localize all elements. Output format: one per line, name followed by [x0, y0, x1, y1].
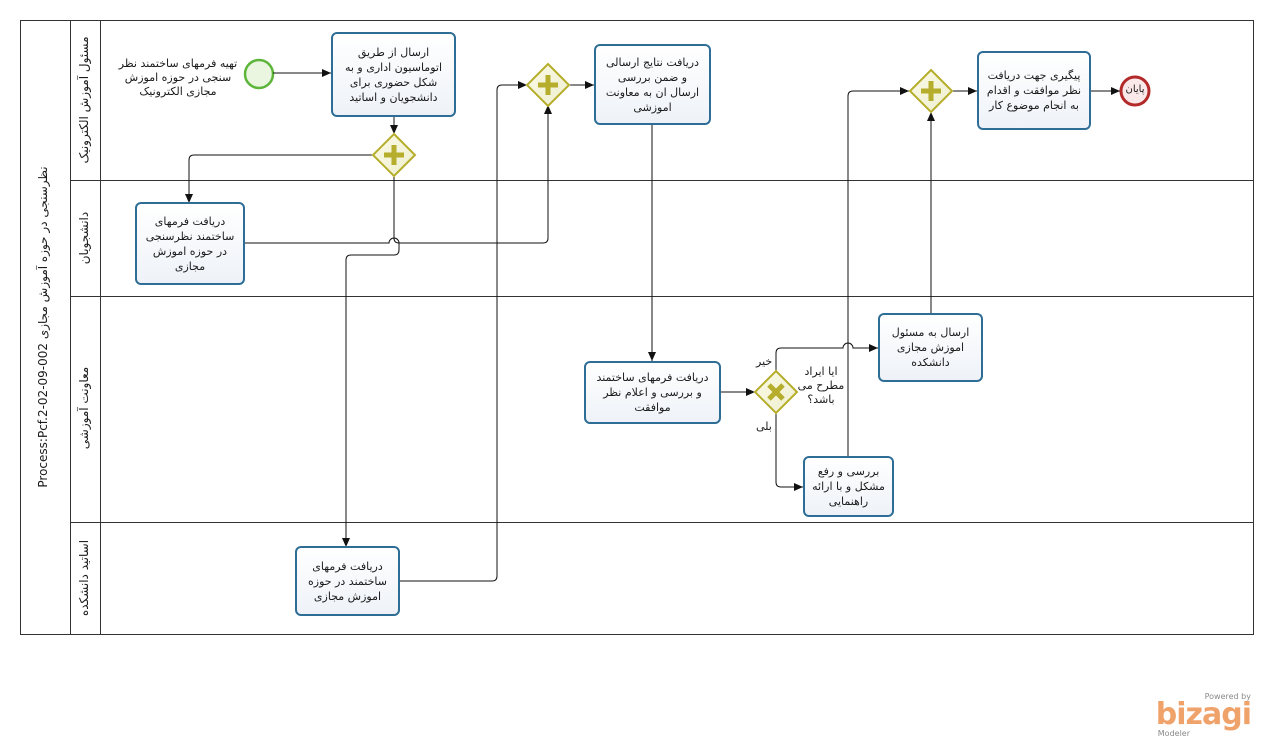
- gateways: [371, 62, 954, 415]
- lane-label-teachers: اساتید دانشکده: [77, 539, 91, 617]
- sequence-flows: [185, 69, 1120, 582]
- flow-g4-t6: [775, 413, 803, 491]
- branch-yes-label: بلی: [756, 420, 772, 433]
- end-event-label: پایان: [1125, 84, 1145, 95]
- end-event[interactable]: [1119, 75, 1151, 107]
- task-fix-issue[interactable]: [803, 456, 894, 517]
- start-event-label: تهیه فرمهای ساختمند نظر سنجی در حوزه امو…: [118, 57, 238, 98]
- lane-label-students: دانشجویان: [77, 211, 91, 265]
- parallel-gateway-join-1[interactable]: [525, 62, 571, 108]
- task-follow-up[interactable]: [977, 51, 1091, 130]
- task-approve[interactable]: [584, 361, 721, 424]
- branch-no-label: خیر: [756, 355, 773, 368]
- lane-label-deputy: معاونت آموزشی: [77, 366, 91, 450]
- bizagi-watermark: Powered by bizagi Modeler: [1155, 692, 1252, 738]
- parallel-gateway-join-2[interactable]: [908, 68, 954, 114]
- pool-title: Process:Pcf.2-02-09-002 نظرسنجی در حوزه …: [36, 166, 50, 488]
- flow-t6-g3: [847, 87, 909, 456]
- flow-t3-g2: [399, 81, 527, 582]
- task-collect-results[interactable]: [594, 44, 711, 125]
- task-students-receive[interactable]: [135, 202, 245, 285]
- brand-powered: Powered by: [1204, 692, 1251, 701]
- start-event[interactable]: [243, 58, 275, 90]
- gateway-question-label: ایا ایراد مطرح می باشد؟: [797, 365, 845, 406]
- flow-t2-g2: [244, 105, 552, 244]
- flow-g1-t3: [342, 176, 400, 547]
- lane-label-elearning: مسئول آموزش الکترونیک: [77, 36, 91, 164]
- exclusive-gateway[interactable]: [753, 369, 799, 415]
- tasks: [135, 32, 1091, 616]
- brand-name: bizagi: [1155, 697, 1252, 732]
- task-send-to-manager[interactable]: [878, 313, 983, 382]
- task-teachers-receive[interactable]: [295, 546, 400, 616]
- task-send[interactable]: [331, 32, 456, 117]
- flow-g4-t7: [775, 342, 878, 371]
- parallel-gateway-split[interactable]: [371, 132, 417, 178]
- flow-g1-t2: [185, 154, 373, 203]
- brand-product: Modeler: [1157, 729, 1190, 738]
